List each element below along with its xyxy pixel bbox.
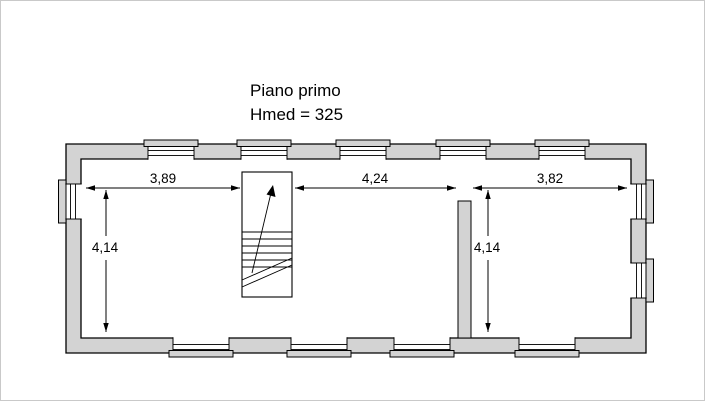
dimension-label: 4,14 — [92, 240, 119, 255]
window-top-3-icon — [335, 139, 391, 162]
dimension-horizontal-3: 3,82 — [473, 171, 627, 191]
window-bottom-3-icon — [389, 335, 455, 358]
window-top-4-icon — [435, 139, 491, 162]
arrow-up-icon — [485, 190, 491, 199]
window-bottom-4-icon — [514, 335, 580, 358]
arrow-left-icon — [473, 185, 482, 191]
plan-height-note: Hmed = 325 — [250, 105, 343, 124]
dimension-horizontal-1: 3,89 — [86, 171, 240, 191]
dimension-vertical-right: 4,14 — [474, 190, 501, 332]
arrow-left-icon — [295, 185, 304, 191]
stair-direction-arrow-icon — [251, 185, 276, 274]
dimension-label: 4,24 — [362, 171, 389, 186]
stair-outline — [241, 171, 293, 298]
arrow-right-icon — [231, 185, 240, 191]
stair-treads — [242, 231, 292, 268]
arrow-right-icon — [447, 185, 456, 191]
dimension-label: 3,82 — [537, 171, 563, 186]
plan-title: Piano primo — [250, 81, 341, 100]
staircase — [241, 171, 293, 298]
window-top-5-icon — [534, 139, 590, 162]
window-bottom-2-icon — [286, 335, 352, 358]
partition-wall — [457, 200, 472, 339]
window-right-1-icon — [628, 179, 654, 224]
window-top-1-icon — [143, 139, 199, 162]
window-top-2-icon — [236, 139, 292, 162]
arrow-left-icon — [86, 185, 95, 191]
arrow-down-icon — [485, 323, 491, 332]
window-left-icon — [58, 179, 84, 224]
arrow-down-icon — [103, 323, 109, 332]
dimension-horizontal-2: 4,24 — [295, 171, 456, 191]
window-right-2-icon — [628, 258, 654, 303]
dimension-vertical-left: 4,14 — [92, 190, 119, 332]
window-bottom-1-icon — [168, 335, 234, 358]
arrow-right-icon — [618, 185, 627, 191]
stair-break-line — [241, 257, 293, 288]
dimension-label: 3,89 — [150, 171, 176, 186]
dimension-label: 4,14 — [474, 240, 501, 255]
arrow-up-icon — [103, 190, 109, 199]
